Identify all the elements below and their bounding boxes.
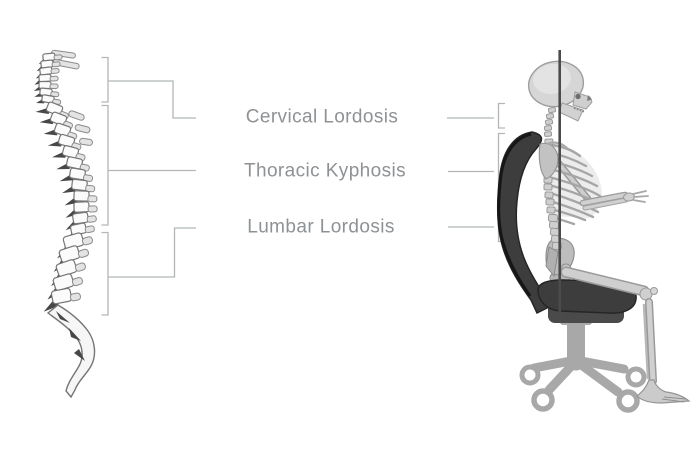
label-cervical-lordosis: Cervical Lordosis	[245, 106, 399, 128]
finger-bones	[632, 190, 649, 203]
seated-figure	[496, 50, 691, 413]
plumb-line	[558, 50, 561, 322]
label-thoracic-kyphosis: Thoracic Kyphosis	[243, 160, 407, 182]
caster-wheel	[616, 389, 640, 413]
skull-shape	[527, 60, 593, 122]
lumbar-vertebrae-group	[39, 229, 96, 313]
chair-leg-hub	[567, 353, 585, 371]
scapula-shape	[538, 142, 559, 180]
sacrum-coccyx-shape	[46, 304, 96, 399]
caster-wheel	[531, 388, 555, 412]
neck-vertebrae	[543, 106, 557, 138]
chair-post	[567, 320, 585, 364]
bracket-cervical-left	[101, 56, 109, 103]
chair-base-group	[519, 316, 647, 413]
fibula	[642, 303, 650, 380]
label-lumbar-lordosis: Lumbar Lordosis	[247, 216, 395, 238]
chair-backrest-edge	[497, 132, 532, 297]
thoracic-vertebrae-group	[34, 97, 99, 243]
bracket-thoracic-left	[101, 104, 109, 226]
eye-socket	[575, 93, 581, 100]
annotation-lines	[101, 56, 505, 316]
caster-wheel	[625, 366, 647, 388]
spine-illustration	[33, 49, 99, 399]
foot-shape	[636, 379, 691, 404]
patella	[650, 287, 658, 295]
skeleton-illustration	[527, 60, 691, 404]
clavicle-shape	[546, 141, 568, 149]
caster-wheel	[519, 364, 541, 386]
connector-lumbar-left	[108, 227, 196, 278]
arm-group	[579, 190, 649, 211]
bracket-cervical-right	[497, 102, 505, 129]
upper-thoracic-wings	[68, 110, 93, 146]
cervical-top-wings	[51, 49, 80, 70]
nasal-opening	[587, 95, 592, 101]
toe-bones	[661, 396, 687, 403]
leg-group	[560, 266, 691, 404]
bracket-lumbar-left	[101, 231, 109, 316]
connector-cervical-left	[108, 80, 196, 119]
